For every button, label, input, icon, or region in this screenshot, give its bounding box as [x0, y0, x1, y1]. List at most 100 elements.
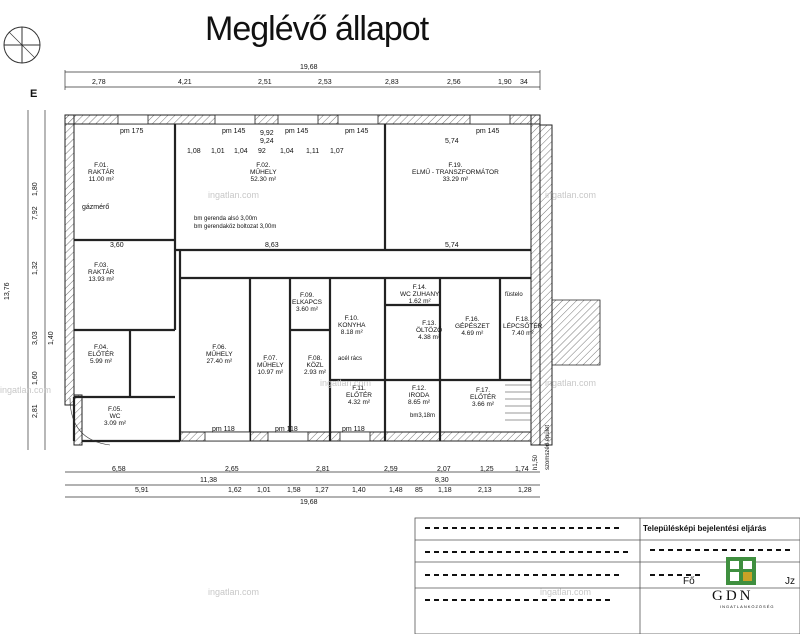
dim-bottom: 1,58 — [287, 487, 301, 494]
window-height-label: pm 118 — [342, 426, 365, 433]
window-height-label: pm 118 — [212, 426, 235, 433]
dim-bottom: 1,18 — [438, 487, 452, 494]
note-steel-grate: acél rács — [338, 356, 363, 362]
note-gas-meter: gázmérő — [82, 204, 110, 211]
dim-top: 4,21 — [178, 79, 192, 86]
watermark-text: ingatlan.com — [320, 378, 372, 388]
dim-bottom: 85 — [415, 487, 423, 494]
dim-inner: 1,11 — [306, 148, 320, 155]
dim-inner: 1,07 — [330, 148, 344, 155]
dim-bottom: 2,59 — [384, 466, 398, 473]
dim-left: 1,40 — [48, 331, 55, 345]
dim-inner: 1,01 — [211, 148, 225, 155]
dim-bottom: 1,28 — [518, 487, 532, 494]
dim-bottom: 2,65 — [225, 466, 239, 473]
dim-inner: 5,74 — [445, 138, 459, 145]
dim-inner: 5,74 — [445, 242, 459, 249]
dim-inner: 8,63 — [265, 242, 279, 249]
window-height-label: pm 145 — [285, 128, 309, 135]
note-height: h1,50 — [533, 454, 539, 470]
dim-bottom: 2,13 — [478, 487, 492, 494]
window-height-label: pm 175 — [120, 128, 144, 135]
logo-text: GDN — [712, 588, 754, 604]
dim-bottom: 1,40 — [352, 487, 366, 494]
form-fragment: Fő — [683, 576, 695, 587]
watermark-text: ingatlan.com — [208, 190, 260, 200]
window-height-label: pm 145 — [476, 128, 500, 135]
watermark-text: ingatlan.com — [0, 385, 52, 395]
dim-left: 3,03 — [32, 331, 39, 345]
dim-inner: 3,60 — [110, 242, 124, 249]
window-height-label: pm 145 — [345, 128, 369, 135]
dim-top: 2,51 — [258, 79, 272, 86]
dim-left: 13,76 — [4, 282, 11, 300]
dim-inner: 9,92 — [260, 130, 274, 137]
dim-bottom: 1,74 — [515, 466, 529, 473]
dim-bottom: 1,62 — [228, 487, 242, 494]
note-height: bm3,18m — [410, 413, 436, 419]
dim-inner: 1,04 — [280, 148, 294, 155]
form-header: Településképi bejelentési eljárás — [643, 524, 767, 533]
dim-bottom: 1,48 — [389, 487, 403, 494]
watermark-text: ingatlan.com — [545, 378, 597, 388]
dim-left: 2,81 — [32, 404, 39, 418]
dim-top: 2,56 — [447, 79, 461, 86]
window-height-label: pm 118 — [275, 426, 298, 433]
note-beam: bm gerendaköz boltozat 3,00m — [194, 224, 277, 230]
note-neighbor-building: szomszéd épület — [545, 424, 551, 470]
dim-top: 34 — [520, 79, 528, 86]
form-fragment: Jz — [785, 576, 795, 587]
dim-bottom: 1,27 — [315, 487, 329, 494]
dim-bottom: 2,07 — [437, 466, 451, 473]
note-beam: bm gerenda alsó 3,00m — [194, 216, 258, 222]
dim-left: 1,32 — [32, 261, 39, 275]
dim-total-top: 19,68 — [300, 64, 318, 71]
watermark-text: ingatlan.com — [208, 587, 260, 597]
window-height-label: pm 145 — [222, 128, 246, 135]
dim-total-bottom: 19,68 — [300, 499, 318, 506]
dim-inner: 92 — [258, 148, 266, 155]
corner-mark: E — [30, 88, 38, 100]
dim-bottom: 1,01 — [257, 487, 271, 494]
dim-left: 7,92 — [32, 206, 39, 220]
gdn-logo-icon — [726, 557, 756, 585]
dim-top: 2,83 — [385, 79, 399, 86]
note-smoke-vent: füstelo — [505, 292, 523, 298]
north-arrow-icon — [3, 26, 41, 64]
watermark-text: ingatlan.com — [545, 190, 597, 200]
dim-top: 2,53 — [318, 79, 332, 86]
dim-bottom: 5,91 — [135, 487, 149, 494]
dim-bottom: 2,81 — [316, 466, 330, 473]
dim-bottom: 1,25 — [480, 466, 494, 473]
dim-top: 1,90 — [498, 79, 512, 86]
dim-top: 2,78 — [92, 79, 106, 86]
dim-bottom: 6,58 — [112, 466, 126, 473]
title-block: Településképi bejelentési eljárás Fő Jz — [415, 518, 800, 634]
watermark-text: ingatlan.com — [540, 587, 592, 597]
dim-inner: 9,24 — [260, 138, 274, 145]
dim-left: 1,80 — [32, 182, 39, 196]
dim-left: 1,60 — [32, 371, 39, 385]
dim-inner: 1,08 — [187, 148, 201, 155]
dim-bottom: 11,38 — [200, 477, 217, 484]
logo-subtext: INGATLANKÖZÖSÉG — [720, 604, 775, 609]
page-title: Meglévő állapot — [205, 10, 429, 48]
